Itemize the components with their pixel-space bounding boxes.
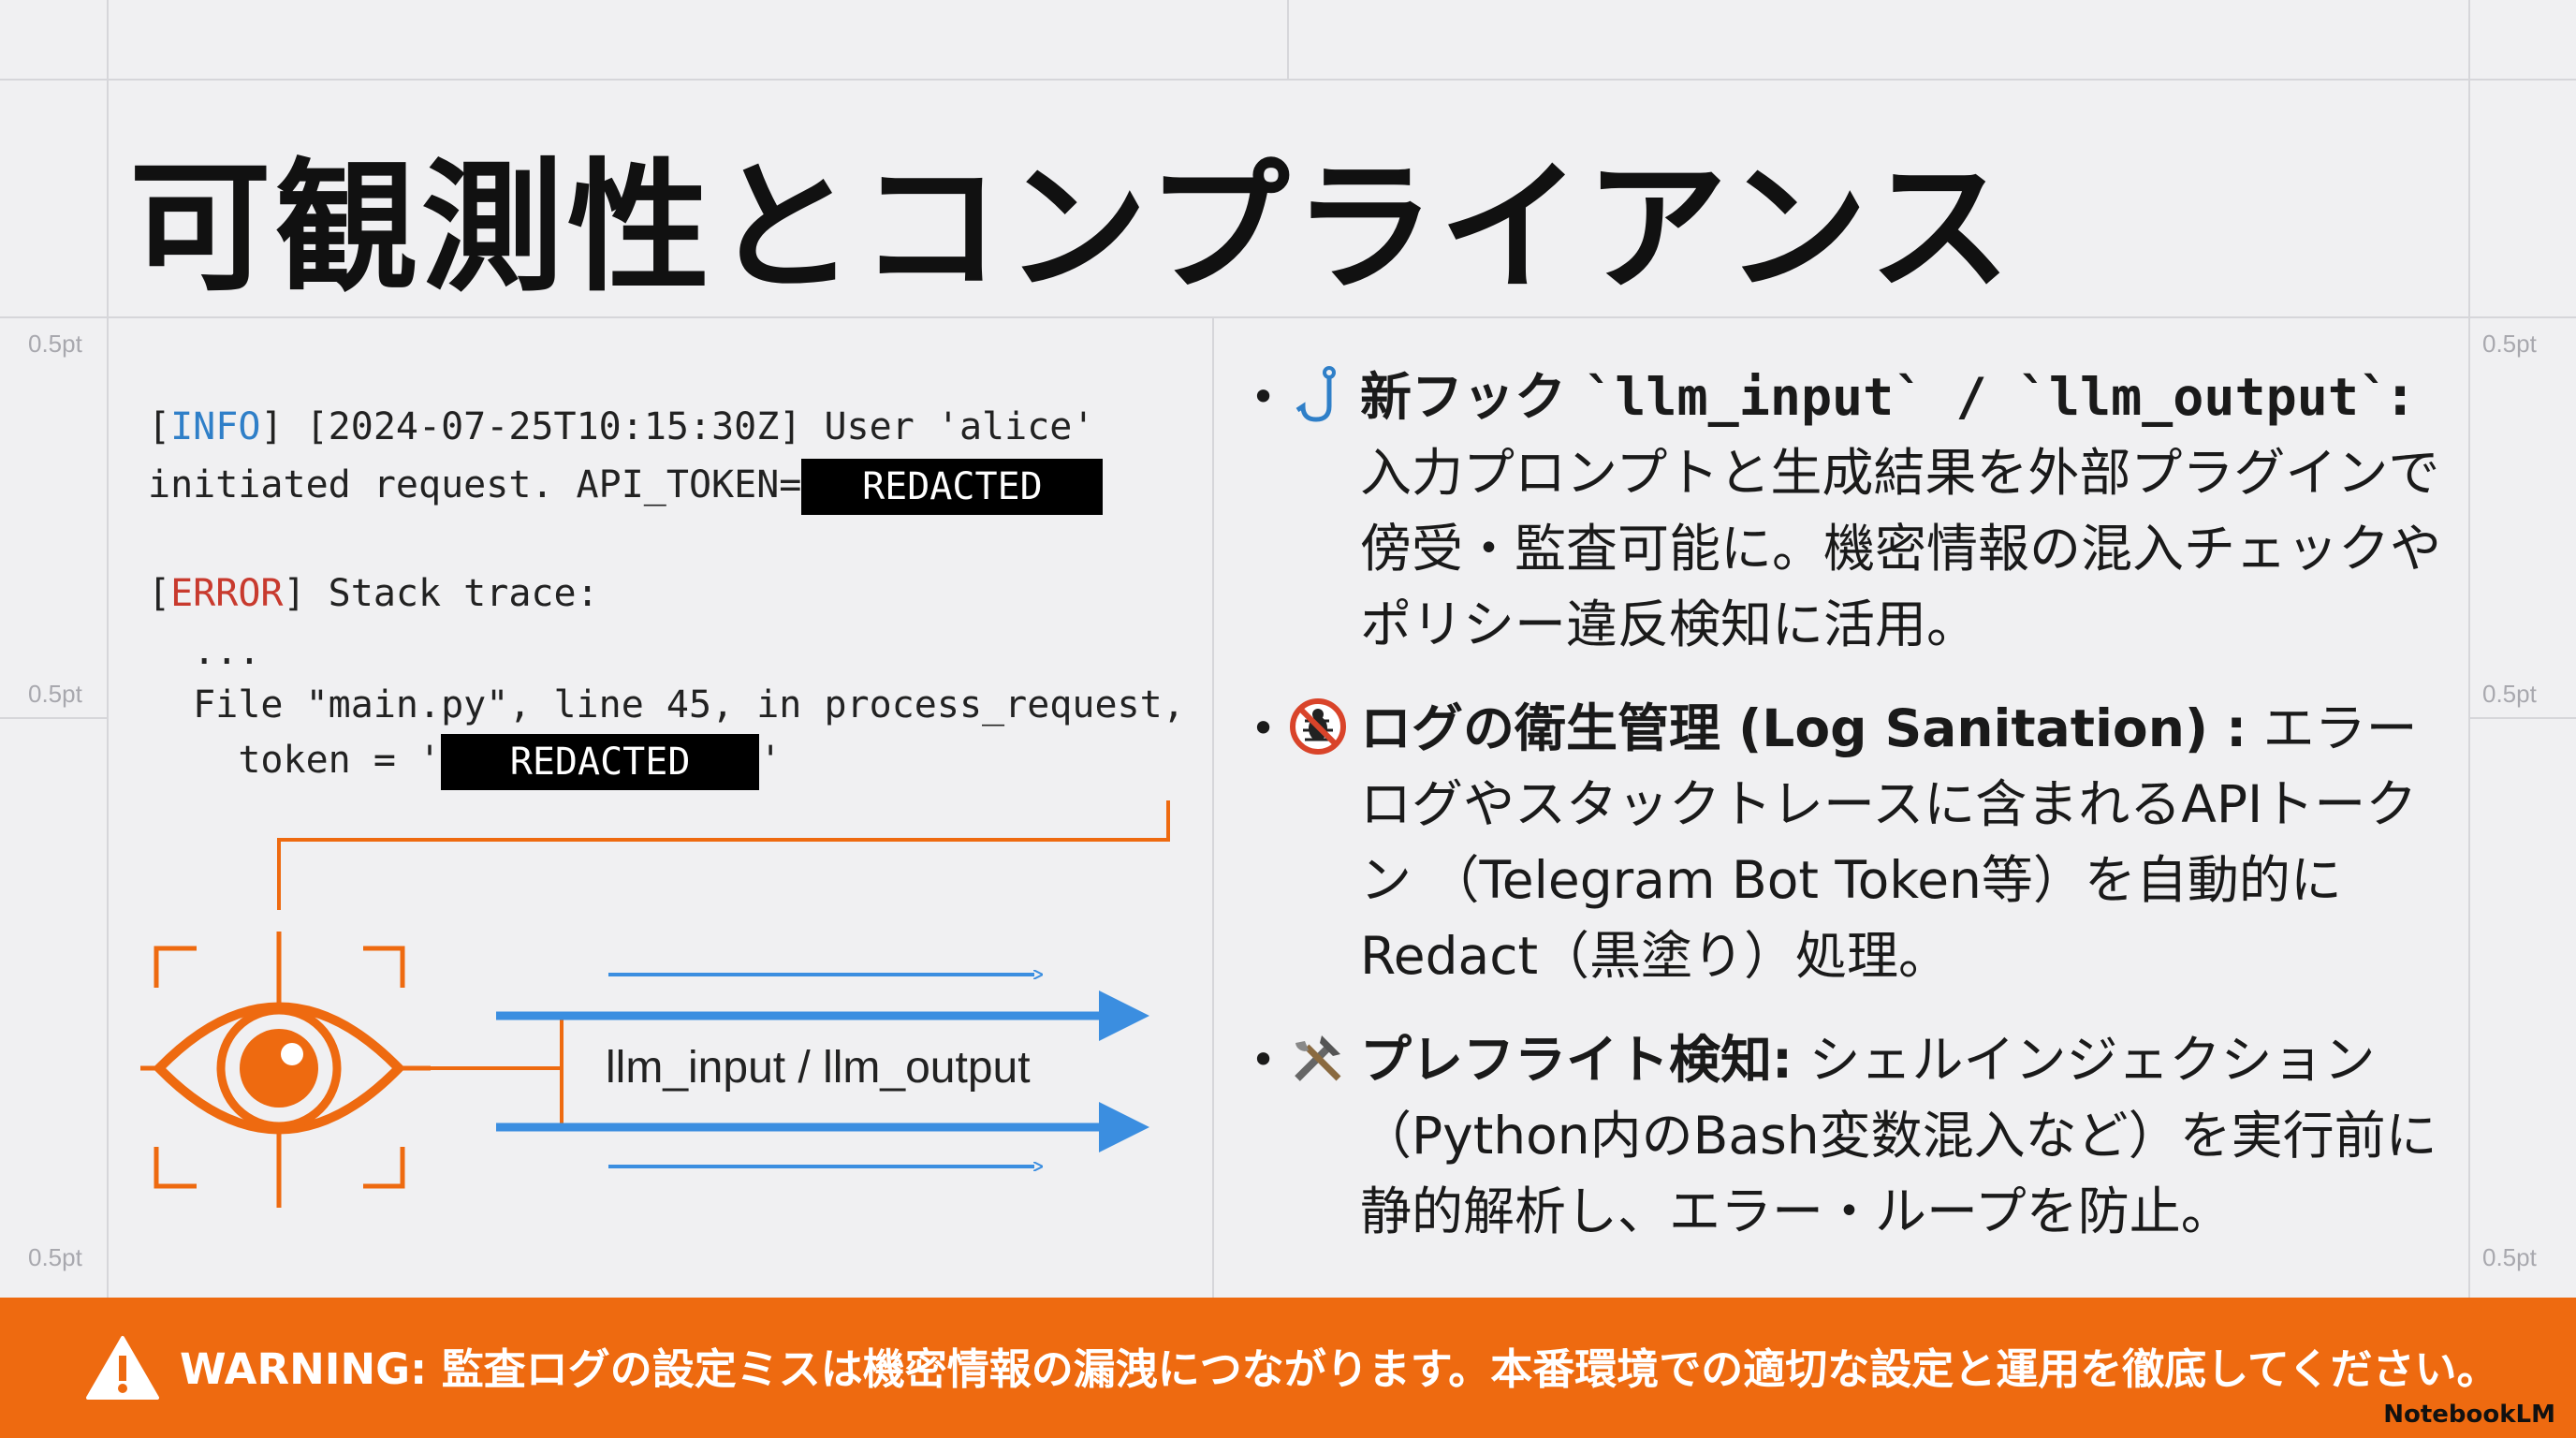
bullet-item: • ログの衛生管理 (Log Sanitation) : エラーログやスタックト…	[1251, 691, 2467, 994]
notebooklm-watermark: NotebookLM	[2383, 1401, 2555, 1429]
grid-line	[0, 717, 107, 719]
diagram-label: llm_input / llm_output	[606, 1043, 1031, 1093]
observability-diagram	[140, 800, 1170, 1208]
log-line: [ERROR] Stack trace:	[148, 569, 599, 618]
grid-label: 0.5pt	[28, 330, 82, 358]
bullet-body: 入力プロンプトと生成結果を外部プラグインで傍受・監査可能に。機密情報の混入チェッ…	[1360, 443, 2442, 654]
grid-label: 0.5pt	[2482, 1243, 2537, 1271]
log-level-info: INFO	[170, 405, 261, 448]
eye-icon	[140, 932, 564, 1208]
log-line: [INFO] [2024-07-25T10:15:30Z] User 'alic…	[148, 403, 1094, 451]
bullet-body: シェルインジェクション（Python内のBash変数混入など）を実行前に静的解析…	[1360, 1030, 2437, 1241]
grid-line	[107, 0, 109, 1298]
hook-icon	[1295, 366, 1336, 422]
tools-icon	[1295, 1035, 1341, 1081]
warning-banner: WARNING: 監査ログの設定ミスは機密情報の漏洩につながります。本番環境での…	[0, 1298, 2576, 1438]
log-line: token = 'REDACTED'	[148, 734, 782, 790]
connector-line	[277, 800, 1170, 910]
grid-line	[2469, 717, 2576, 719]
warning-text: WARNING: 監査ログの設定ミスは機密情報の漏洩につながります。本番環境での…	[180, 1344, 2499, 1394]
bullet-dot: •	[1251, 703, 1277, 754]
grid-line	[0, 316, 2576, 318]
log-text: token = '	[148, 739, 442, 782]
log-text: '	[759, 739, 783, 782]
log-line: initiated request. API_TOKEN=REDACTED	[148, 459, 1104, 515]
bullet-code: `llm_input` / `llm_output`	[1584, 367, 2391, 427]
grid-line	[1287, 0, 1289, 79]
log-text: ] Stack trace:	[283, 572, 599, 615]
grid-label: 0.5pt	[2482, 330, 2537, 358]
log-text: initiated request. API_TOKEN=	[148, 463, 802, 506]
bracket: [	[148, 572, 171, 615]
log-level-error: ERROR	[170, 572, 284, 615]
log-line: ...	[148, 630, 261, 673]
bullet-title: 新フック	[1360, 367, 1585, 427]
grid-line	[1212, 316, 1214, 1298]
no-bug-icon	[1290, 698, 1346, 755]
bullet-item: • プレフライト検知: シェルインジェクション（Python内のBash変数混入…	[1251, 1022, 2467, 1250]
bullet-body: エラーログやスタックトレースに含まれるAPIトークン （Telegram Bot…	[1360, 698, 2418, 986]
redacted-block: REDACTED	[441, 734, 760, 790]
page-title: 可観測性とコンプライアンス	[129, 145, 2015, 311]
bullet-dot: •	[1251, 372, 1277, 422]
bullet-dot: •	[1251, 1034, 1277, 1085]
log-line: File "main.py", line 45, in process_requ…	[148, 683, 1185, 726]
grid-label: 0.5pt	[28, 680, 82, 708]
grid-label: 0.5pt	[28, 1243, 82, 1271]
log-text: ] [2024-07-25T10:15:30Z] User 'alice'	[260, 405, 1095, 448]
redacted-block: REDACTED	[801, 459, 1104, 515]
warning-icon	[86, 1336, 159, 1400]
grid-line	[0, 79, 2576, 81]
grid-label: 0.5pt	[2482, 680, 2537, 708]
bullet-item: • 新フック `llm_input` / `llm_output`: 入力プロン…	[1251, 360, 2467, 663]
bracket: [	[148, 405, 171, 448]
bullet-title-colon: :	[2390, 367, 2411, 427]
bullet-title: プレフライト検知:	[1360, 1030, 1793, 1090]
bullet-title: ログの衛生管理 (Log Sanitation) :	[1360, 698, 2247, 758]
grid-line	[2468, 0, 2470, 1298]
